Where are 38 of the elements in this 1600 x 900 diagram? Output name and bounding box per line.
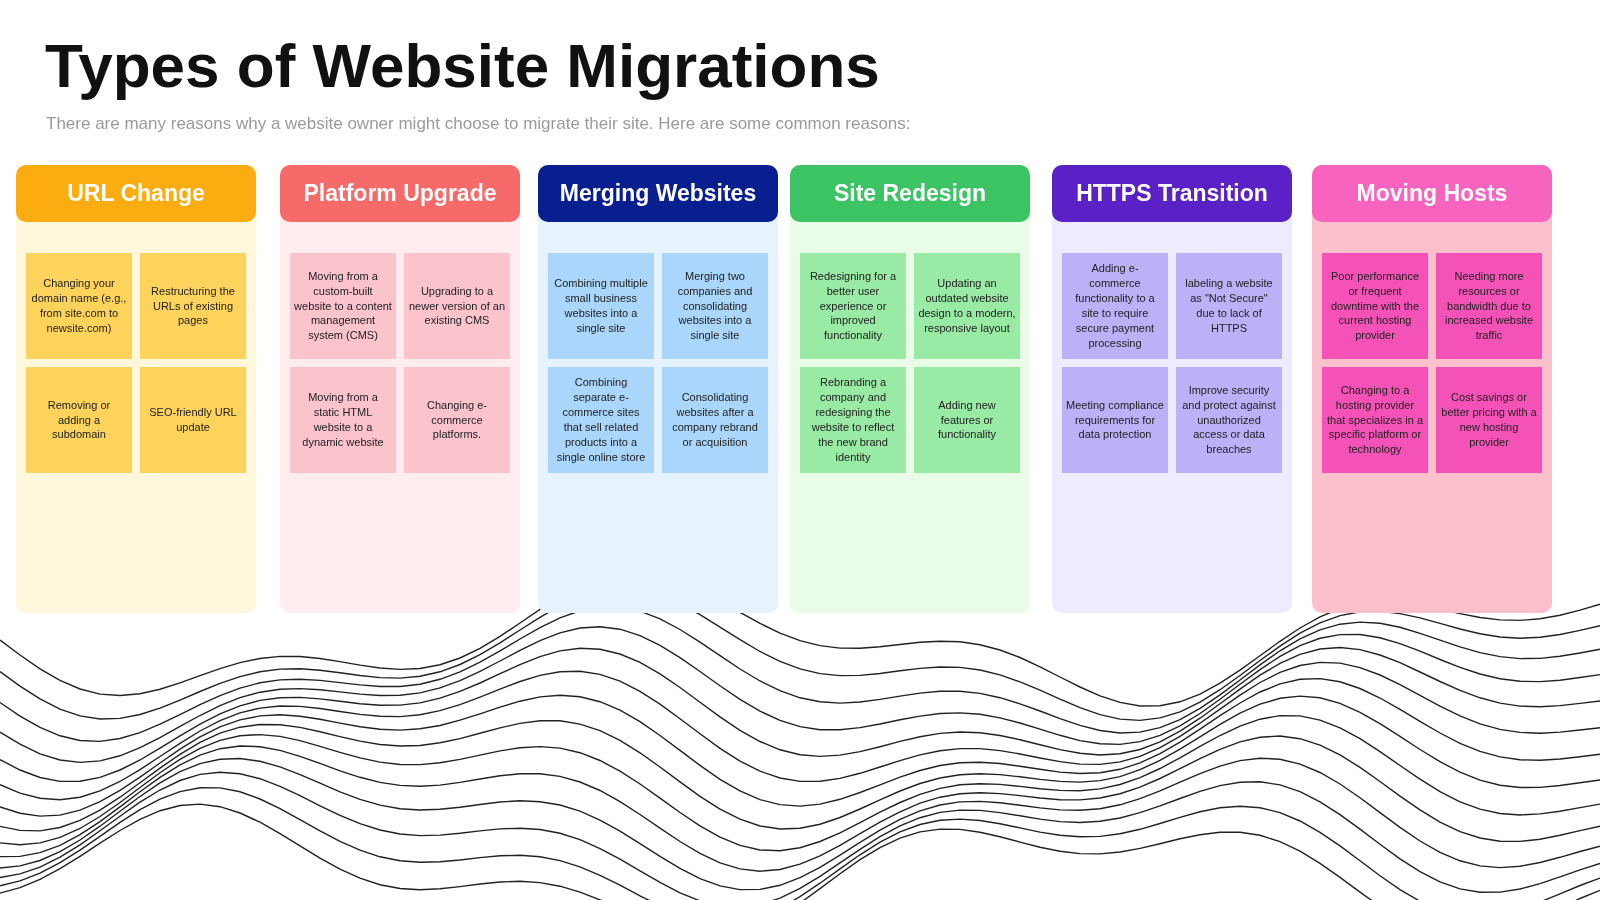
column-panel: [538, 165, 778, 613]
sticky-note: Moving from a custom-built website to a content management system (CMS): [290, 253, 396, 359]
sticky-note: Updating an outdated website design to a modern, responsive layout: [914, 253, 1020, 359]
column-panel: [1052, 165, 1292, 613]
sticky-note: Meeting compliance requirements for data protection: [1062, 367, 1168, 473]
column-panel: [280, 165, 520, 613]
sticky-note: Needing more resources or bandwidth due to increased website traffic: [1436, 253, 1542, 359]
sticky-note: Adding new features or functionality: [914, 367, 1020, 473]
page-title: Types of Website Migrations: [45, 30, 880, 101]
sticky-note: Combining multiple small business websites into a single site: [548, 253, 654, 359]
column-header: Merging Websites: [538, 165, 778, 222]
sticky-note: Changing to a hosting provider that specializes in a specific platform or technology: [1322, 367, 1428, 473]
sticky-note: Removing or adding a subdomain: [26, 367, 132, 473]
sticky-note: Adding e-commerce functionality to a site to require secure payment processing: [1062, 253, 1168, 359]
sticky-note: labeling a website as "Not Secure" due to lack of HTTPS: [1176, 253, 1282, 359]
sticky-note: Merging two companies and consolidating websites into a single site: [662, 253, 768, 359]
sticky-note: Poor performance or frequent downtime with the current hosting provider: [1322, 253, 1428, 359]
column-header: Site Redesign: [790, 165, 1030, 222]
column-panel: [790, 165, 1030, 613]
sticky-note: Improve security and protect against unauthorized access or data breaches: [1176, 367, 1282, 473]
sticky-note: Changing e-commerce platforms.: [404, 367, 510, 473]
column-header: Moving Hosts: [1312, 165, 1552, 222]
sticky-note: Rebranding a company and redesigning the website to reflect the new brand identity: [800, 367, 906, 473]
sticky-note: Combining separate e-commerce sites that sell related products into a single online store: [548, 367, 654, 473]
column-header: Platform Upgrade: [280, 165, 520, 222]
sticky-note: Upgrading to a newer version of an existing CMS: [404, 253, 510, 359]
column-header: HTTPS Transition: [1052, 165, 1292, 222]
subtitle: There are many reasons why a website owner might choose to migrate their site. Here are some common reasons:: [46, 114, 911, 134]
sticky-note: Restructuring the URLs of existing pages: [140, 253, 246, 359]
column-panel: [1312, 165, 1552, 613]
sticky-note: Changing your domain name (e.g., from site.com to newsite.com): [26, 253, 132, 359]
sticky-note: Moving from a static HTML website to a dynamic website: [290, 367, 396, 473]
sticky-note: Consolidating websites after a company rebrand or acquisition: [662, 367, 768, 473]
column-header: URL Change: [16, 165, 256, 222]
sticky-note: Redesigning for a better user experience or improved functionality: [800, 253, 906, 359]
column-panel: [16, 165, 256, 613]
sticky-note: SEO-friendly URL update: [140, 367, 246, 473]
sticky-note: Cost savings or better pricing with a new hosting provider: [1436, 367, 1542, 473]
